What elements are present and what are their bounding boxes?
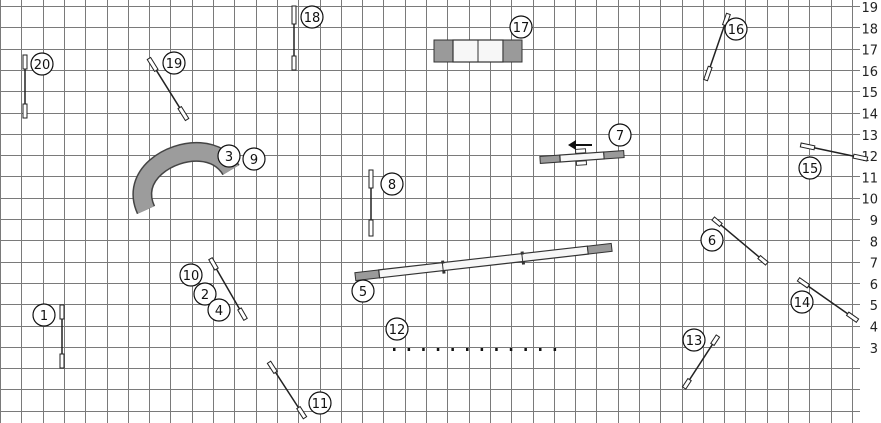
marker-3: 3 bbox=[217, 144, 241, 168]
marker-16: 16 bbox=[724, 17, 748, 41]
dogwalk-5 bbox=[354, 242, 613, 282]
obstacles bbox=[22, 5, 869, 420]
marker-17: 17 bbox=[509, 15, 533, 39]
svg-text:20: 20 bbox=[34, 58, 51, 73]
obstacle-17 bbox=[433, 39, 523, 63]
svg-text:15: 15 bbox=[802, 162, 819, 177]
marker-7: 7 bbox=[608, 123, 632, 147]
svg-text:19: 19 bbox=[166, 57, 183, 72]
row-number: 3 bbox=[870, 342, 878, 357]
marker-1: 1 bbox=[32, 303, 56, 327]
tunnel-3-9 bbox=[132, 141, 240, 215]
jump-1 bbox=[59, 304, 65, 369]
svg-text:1: 1 bbox=[40, 309, 48, 324]
row-number: 10 bbox=[861, 193, 878, 208]
row-number: 12 bbox=[861, 150, 878, 165]
svg-text:6: 6 bbox=[708, 234, 716, 249]
svg-text:2: 2 bbox=[201, 288, 209, 303]
marker-18: 18 bbox=[300, 5, 324, 29]
course-grid bbox=[0, 0, 860, 423]
weave-pole bbox=[495, 348, 498, 351]
marker-9: 9 bbox=[242, 147, 266, 171]
weave-pole bbox=[480, 348, 484, 351]
weave-pole bbox=[393, 348, 396, 351]
row-number: 15 bbox=[861, 86, 878, 101]
svg-text:7: 7 bbox=[616, 129, 624, 144]
svg-text:8: 8 bbox=[388, 178, 396, 193]
svg-text:10: 10 bbox=[183, 269, 200, 284]
marker-19: 19 bbox=[162, 51, 186, 75]
weave-pole bbox=[539, 348, 542, 351]
row-number: 18 bbox=[861, 22, 878, 37]
weave-pole bbox=[451, 348, 454, 351]
jump-20 bbox=[22, 54, 28, 119]
svg-text:12: 12 bbox=[389, 323, 406, 338]
marker-10: 10 bbox=[179, 263, 203, 287]
jump-15 bbox=[799, 142, 869, 162]
seesaw-7 bbox=[539, 148, 625, 166]
weave-poles-12 bbox=[393, 348, 557, 351]
marker-20: 20 bbox=[30, 52, 54, 76]
row-number-scale: 19 18 17 16 15 14 13 12 11 10 9 8 7 6 5 4 3 bbox=[861, 1, 878, 357]
marker-14: 14 bbox=[790, 290, 814, 314]
marker-12: 12 bbox=[385, 317, 409, 341]
direction-arrow bbox=[568, 140, 592, 150]
jump-18 bbox=[291, 5, 297, 71]
svg-text:3: 3 bbox=[225, 150, 233, 165]
svg-text:18: 18 bbox=[304, 11, 321, 26]
marker-11: 11 bbox=[308, 391, 332, 415]
jump-8 bbox=[368, 169, 374, 237]
weave-pole bbox=[422, 348, 425, 351]
weave-pole bbox=[524, 348, 527, 351]
row-number: 13 bbox=[861, 129, 878, 144]
row-number: 6 bbox=[870, 278, 878, 293]
marker-6: 6 bbox=[700, 228, 724, 252]
row-number: 14 bbox=[861, 108, 878, 123]
weave-pole bbox=[407, 348, 411, 351]
marker-5: 5 bbox=[351, 279, 375, 303]
weave-pole bbox=[553, 348, 557, 351]
row-number: 19 bbox=[861, 1, 878, 16]
row-number: 11 bbox=[861, 171, 878, 186]
row-number: 16 bbox=[861, 65, 878, 80]
svg-text:9: 9 bbox=[250, 153, 258, 168]
row-number: 17 bbox=[861, 44, 878, 59]
jump-6 bbox=[711, 216, 769, 266]
jump-11 bbox=[266, 360, 308, 420]
marker-4: 4 bbox=[207, 298, 231, 322]
jump-16 bbox=[703, 12, 731, 82]
svg-text:17: 17 bbox=[513, 21, 530, 36]
svg-text:4: 4 bbox=[215, 304, 223, 319]
marker-2: 2 bbox=[193, 282, 217, 306]
marker-13: 13 bbox=[682, 328, 706, 352]
svg-text:13: 13 bbox=[686, 334, 703, 349]
row-number: 9 bbox=[870, 214, 878, 229]
row-number: 4 bbox=[870, 321, 878, 336]
row-number: 5 bbox=[870, 299, 878, 314]
jump-13 bbox=[681, 334, 721, 390]
svg-text:14: 14 bbox=[794, 296, 811, 311]
svg-text:11: 11 bbox=[312, 397, 329, 412]
svg-text:16: 16 bbox=[728, 23, 745, 38]
jump-2-4-10 bbox=[208, 257, 248, 321]
marker-15: 15 bbox=[798, 156, 822, 180]
marker-8: 8 bbox=[380, 172, 404, 196]
row-number: 8 bbox=[870, 235, 878, 250]
weave-pole bbox=[466, 348, 469, 351]
row-number: 7 bbox=[870, 257, 878, 272]
weave-pole bbox=[436, 348, 440, 351]
jump-19 bbox=[146, 56, 190, 122]
obstacle-number-markers: 1 2 3 4 5 6 7 8 9 10 11 12 13 14 15 16 1… bbox=[30, 5, 822, 415]
weave-pole bbox=[509, 348, 513, 351]
svg-text:5: 5 bbox=[359, 285, 367, 300]
jump-14 bbox=[796, 277, 860, 323]
